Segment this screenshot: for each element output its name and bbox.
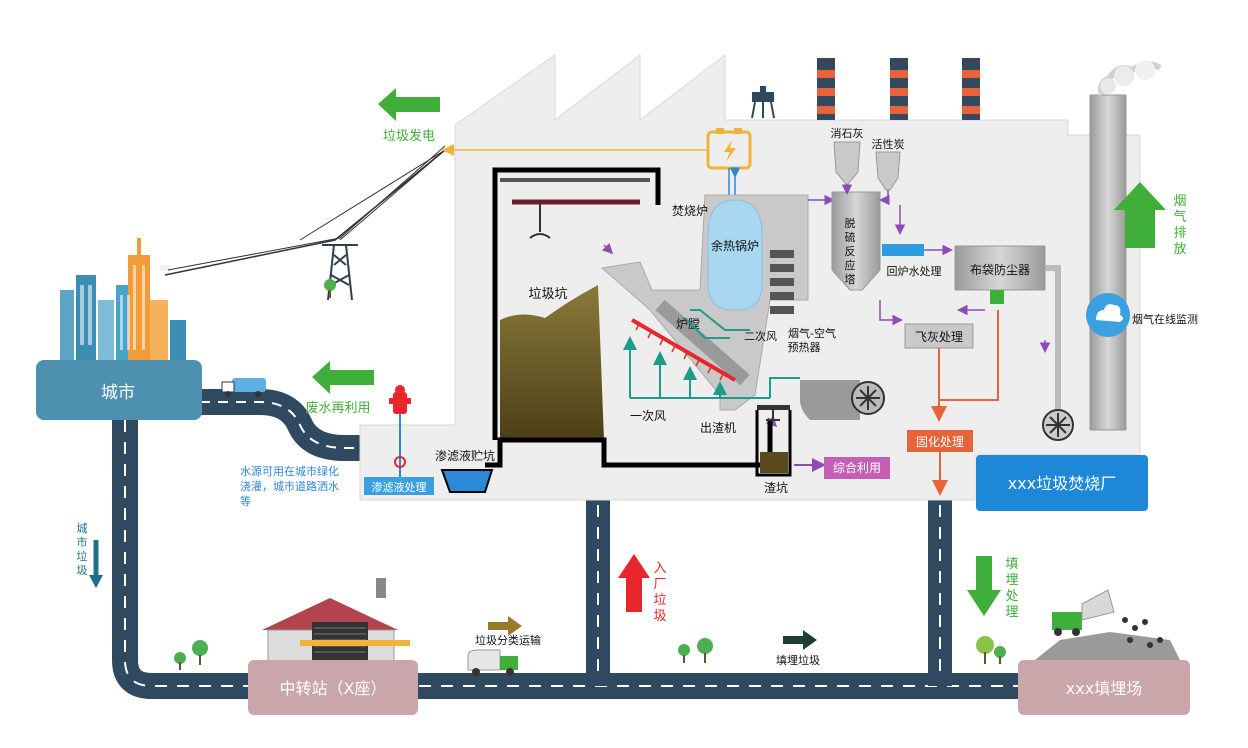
incinerator-label: 焚烧炉 — [672, 204, 708, 218]
down-arrow-icon — [89, 575, 103, 588]
waste-heat-boiler-label: 余热锅炉 — [711, 238, 759, 253]
chimney: 烟气在线监测 烟 气 排 放 — [1042, 60, 1198, 441]
transfer-station: 中转站（X座） — [174, 578, 418, 715]
water-use-note-1: 水源可用在城市绿化 — [240, 464, 339, 478]
plant-name-box: xxx垃圾焚烧厂 — [976, 455, 1148, 511]
bag-filter-label: 布袋防尘器 — [970, 262, 1030, 277]
leachate-treatment-label: 渗滤液处理 — [372, 480, 427, 494]
tree-icon — [976, 636, 994, 664]
slag-extractor-label: 出渣机 — [700, 421, 736, 435]
city-garbage-callout: 城 市 垃 圾 — [77, 522, 103, 588]
up-arrow-icon — [1114, 182, 1166, 248]
online-monitor-label: 烟气在线监测 — [1132, 312, 1198, 326]
flue-gas-1: 烟 — [1173, 194, 1186, 209]
landfill-treat-4: 理 — [1005, 605, 1018, 620]
furnace: 焚烧炉 炉膛 余热锅炉 烟气-空气 预热器 二次风 一次风 出渣机 — [600, 194, 885, 435]
activated-carbon-label: 活性炭 — [872, 137, 905, 151]
left-arrow-icon — [312, 361, 374, 394]
plant-floor: 渣坑 综合利用 渗滤液贮坑 渗滤液处理 水源可用在城市绿化 浇灌，城市道路洒水 … — [240, 385, 890, 508]
truck-icon — [221, 378, 266, 397]
water-use-note-2: 浇灌，城市道路洒水 — [240, 479, 339, 493]
city-garbage-1: 城 — [77, 522, 88, 535]
secondary-air-label: 二次风 — [744, 329, 777, 343]
lightning-icon — [724, 140, 736, 162]
leachate-pit-label: 渗滤液贮坑 — [435, 448, 495, 463]
landfill-treat-3: 处 — [1005, 589, 1018, 604]
up-arrow-icon — [618, 554, 650, 612]
landfill-treat-2: 埋 — [1005, 573, 1018, 588]
fan-icon — [1042, 409, 1074, 441]
desulf-4: 应 — [845, 258, 856, 272]
incoming-1: 入 — [653, 561, 666, 576]
primary-air-label: 一次风 — [630, 409, 666, 423]
air-preheater-label-1: 烟气-空气 — [788, 326, 836, 340]
power-gen-callout: 垃圾发电 — [378, 88, 708, 156]
power-gen-label: 垃圾发电 — [383, 128, 435, 144]
lime-label: 消石灰 — [831, 126, 864, 140]
transfer-station-label: 中转站（X座） — [280, 679, 387, 698]
plant-name-label: xxx垃圾焚烧厂 — [1008, 474, 1116, 493]
down-arrow-icon — [967, 556, 1001, 616]
city-box: 城市 — [36, 360, 202, 420]
city-label: 城市 — [101, 383, 135, 403]
roof-water-tower — [751, 86, 775, 119]
landfill-garbage-callout: 填埋垃圾 — [776, 630, 820, 667]
tree-icon — [174, 652, 186, 670]
comprehensive-use-box — [824, 457, 890, 479]
wastewater-reuse-label: 废水再利用 — [305, 400, 370, 416]
tree-icon — [697, 638, 713, 663]
power-line — [164, 145, 446, 301]
city-garbage-3: 垃 — [77, 549, 88, 563]
desulf-3: 反 — [845, 245, 856, 258]
gas-treatment: 脱 硫 反 应 塔 消石灰 活性炭 回炉水处理 布袋防尘器 飞灰处理 固化处理 — [808, 126, 1061, 496]
solidification-label: 固化处理 — [916, 435, 964, 449]
tree-icon — [678, 644, 690, 663]
truck-icon — [1052, 589, 1115, 636]
wastewater-callout: 废水再利用 — [305, 361, 374, 416]
tree-icon — [324, 279, 336, 298]
truck-icon — [467, 649, 518, 676]
landfill-treat-1: 填 — [1005, 557, 1018, 572]
solidification-box — [907, 430, 973, 452]
air-preheater-label-2: 预热器 — [788, 341, 821, 354]
comprehensive-use-label: 综合利用 — [833, 460, 881, 475]
city-garbage-4: 圾 — [77, 564, 88, 577]
desulf-2: 硫 — [845, 230, 856, 244]
incoming-2: 厂 — [653, 577, 666, 592]
flue-gas-4: 放 — [1173, 242, 1186, 257]
incoming-3: 垃 — [653, 593, 666, 608]
fly-ash-label: 飞灰处理 — [915, 330, 963, 344]
slag-pit-label: 渣坑 — [764, 480, 788, 495]
tree-icon — [192, 640, 208, 665]
incoming-4: 圾 — [653, 609, 666, 624]
tree-icon — [994, 646, 1006, 664]
desulf-1: 脱 — [845, 216, 856, 230]
sorting-transport-callout: 垃圾分类运输 — [467, 616, 541, 676]
landfill-site: xxx填埋场 — [976, 589, 1190, 715]
sorting-transport-label: 垃圾分类运输 — [475, 633, 541, 647]
landfill-treatment-callout: 填 埋 处 理 — [967, 556, 1019, 620]
road-network — [112, 389, 1030, 699]
landfill-site-label: xxx填埋场 — [1066, 679, 1142, 698]
flue-gas-2: 气 — [1173, 209, 1186, 225]
garbage-pit: 垃圾坑 — [492, 167, 661, 440]
city-garbage-2: 市 — [77, 535, 88, 549]
flue-gas-3: 排 — [1173, 226, 1186, 241]
landfill-garbage-label: 填埋垃圾 — [776, 653, 820, 667]
city-skyline — [60, 238, 186, 360]
hydrant-icon — [389, 385, 411, 477]
garbage-pit-label: 垃圾坑 — [528, 287, 567, 302]
return-water-label: 回炉水处理 — [887, 265, 942, 278]
water-use-note-3: 等 — [240, 494, 251, 508]
tower-icon — [322, 244, 358, 301]
incoming-garbage-callout: 入 厂 垃 圾 — [618, 554, 667, 624]
left-arrow-icon — [378, 88, 440, 121]
fan-icon — [800, 380, 885, 420]
desulf-5: 塔 — [845, 273, 856, 286]
